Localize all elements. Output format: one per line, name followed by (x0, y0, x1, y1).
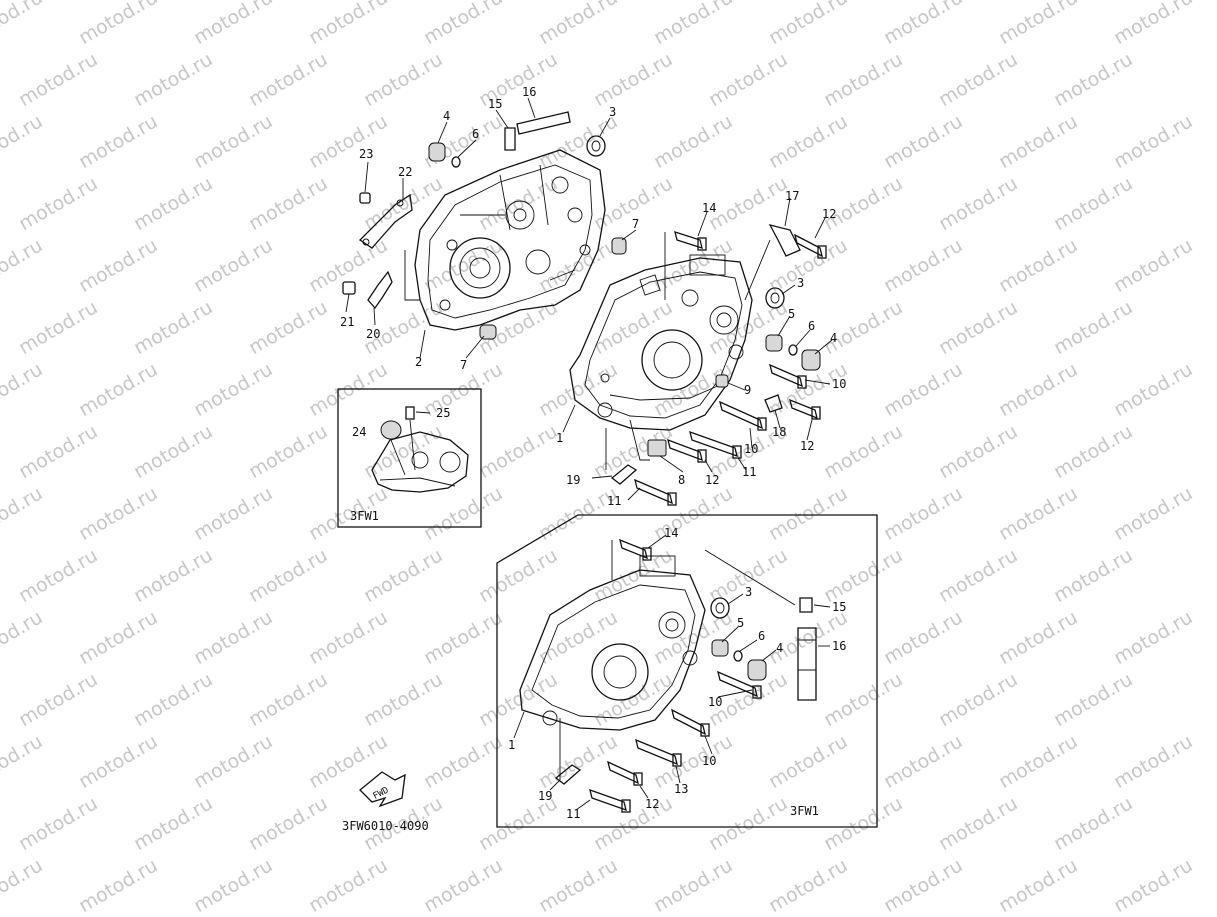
callout: 22 (398, 165, 412, 179)
inset-right-callout: 3 (745, 585, 752, 599)
callout: 7 (632, 217, 639, 231)
inset-right-callout: 16 (832, 639, 846, 653)
leader-lines-main (345, 97, 833, 501)
callout: 19 (566, 473, 580, 487)
crankcase-left-drawing (404, 149, 606, 331)
inset-right-callout: 12 (645, 797, 659, 811)
fwd-arrow: FWD (359, 771, 406, 808)
inset-right-caption: 3FW1 (790, 804, 819, 818)
inset-right-callout: 5 (737, 616, 744, 630)
inset-right-callout: 13 (674, 782, 688, 796)
inset-left-callout: 24 (352, 425, 366, 439)
crankcase-right-drawing (569, 254, 753, 431)
callout: 2 (415, 355, 422, 369)
callout: 10 (832, 377, 846, 391)
callout: 7 (460, 358, 467, 372)
left-small-parts (342, 111, 627, 340)
main-callouts: 15 16 4 6 3 23 22 7 21 20 2 7 14 17 12 3… (340, 85, 846, 508)
inset-right-callout: 14 (664, 526, 678, 540)
callout: 18 (772, 425, 786, 439)
callout: 23 (359, 147, 373, 161)
inset-left: 24 25 3FW1 (337, 388, 482, 528)
callout: 21 (340, 315, 354, 329)
callout: 6 (808, 319, 815, 333)
callout: 20 (366, 327, 380, 341)
callout: 12 (800, 439, 814, 453)
inset-right-callout: 15 (832, 600, 846, 614)
callout: 6 (472, 127, 479, 141)
inset-right-callout: 10 (708, 695, 722, 709)
callout: 4 (443, 109, 450, 123)
inset-right-callout: 10 (702, 754, 716, 768)
callout: 9 (744, 383, 751, 397)
inset-right-callout: 19 (538, 789, 552, 803)
inset-right-callout: 4 (776, 641, 783, 655)
callout: 15 (488, 97, 502, 111)
callout: 8 (678, 473, 685, 487)
callout: 11 (607, 494, 621, 508)
callout: 1 (556, 431, 563, 445)
callout: 17 (785, 189, 799, 203)
callout: 12 (705, 473, 719, 487)
inset-right-callout: 1 (508, 738, 515, 752)
callout: 16 (522, 85, 536, 99)
inset-right-callout: 6 (758, 629, 765, 643)
callout: 12 (822, 207, 836, 221)
inset-left-caption: 3FW1 (350, 509, 379, 523)
inset-left-callout: 25 (436, 406, 450, 420)
callout: 3 (797, 276, 804, 290)
callout: 14 (702, 201, 716, 215)
right-small-parts (610, 224, 827, 506)
inset-right-callout: 11 (566, 807, 580, 821)
callout: 10 (744, 442, 758, 456)
callout: 4 (830, 331, 837, 345)
inset-right: 14 3 15 5 6 4 16 1 10 10 13 19 12 11 3FW… (496, 514, 878, 828)
diagram-code: 3FW6010-4090 (342, 819, 429, 833)
callout: 11 (742, 465, 756, 479)
callout: 3 (609, 105, 616, 119)
callout: 5 (788, 307, 795, 321)
